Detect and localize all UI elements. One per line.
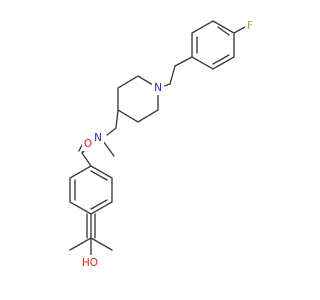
carbonyl-oxygen-label: O <box>84 138 92 150</box>
fluorophenyl-ring <box>191 20 248 70</box>
piperidine-nitrogen-label: N <box>154 82 162 94</box>
n-methyl-bond <box>102 140 115 157</box>
fluorine-atom-label: F <box>247 20 253 32</box>
benzene-ring <box>69 165 113 215</box>
hydroxyl-label: HO <box>82 257 98 269</box>
hydroxy-dimethyl-group <box>69 237 113 259</box>
bond-ring-to-fluorine <box>233 25 248 34</box>
amide-nitrogen-label: N <box>94 132 102 144</box>
methylene-linker <box>106 109 119 136</box>
alkyne-triple-bond <box>86 213 96 239</box>
molecule-structure-diagram: F N N O HO <box>69 20 254 269</box>
